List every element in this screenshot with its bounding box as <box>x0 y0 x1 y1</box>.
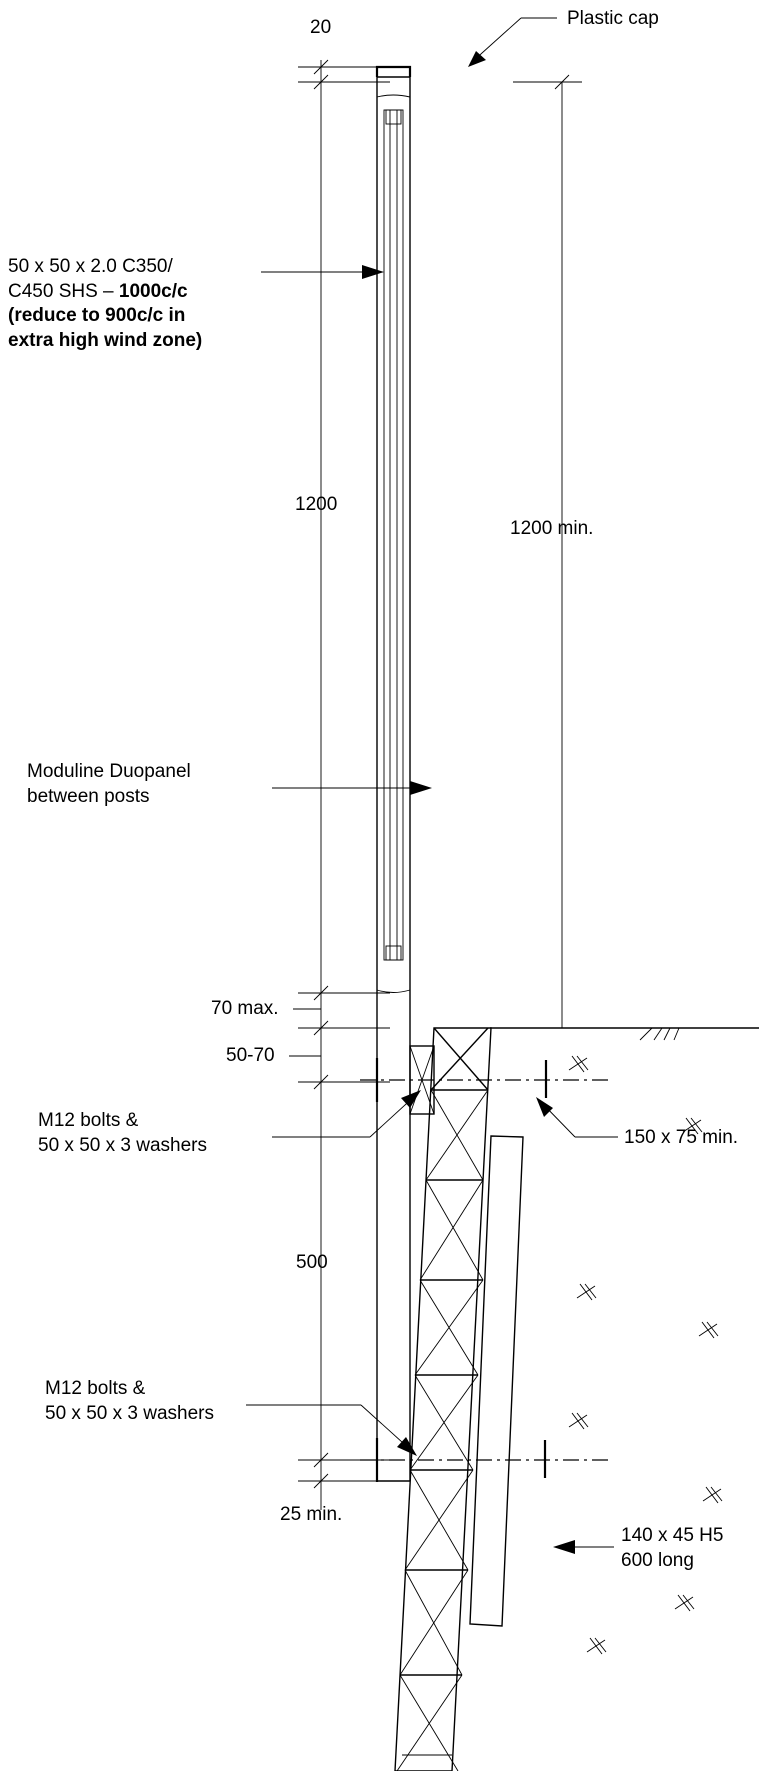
cleat-line-1: 140 x 45 H5 <box>621 1525 723 1546</box>
upper-bolt <box>360 1058 612 1102</box>
label-cleat: 140 x 45 H5 600 long <box>621 1525 729 1571</box>
leader-bolts-lower <box>246 1404 417 1456</box>
post-spec-bold-2: (reduce to 900c/c in <box>8 305 185 326</box>
label-bolts-lower: M12 bolts & 50 x 50 x 3 washers <box>45 1378 214 1424</box>
label-panel: Moduline Duopanel between posts <box>27 761 196 807</box>
post-spec-line-1: 50 x 50 x 2.0 C350/ <box>8 256 173 277</box>
dim-bolt-offset: 50-70 <box>226 1045 275 1066</box>
label-bolts-upper: M12 bolts & 50 x 50 x 3 washers <box>38 1110 207 1156</box>
leader-timber-post <box>536 1097 618 1138</box>
timber-post <box>394 1027 492 1771</box>
label-plastic-cap: Plastic cap <box>567 8 659 29</box>
plastic-cap <box>375 65 412 78</box>
bolts-lower-line-2: 50 x 50 x 3 washers <box>45 1403 214 1424</box>
panel-line-2: between posts <box>27 786 150 807</box>
steel-post <box>376 67 411 1482</box>
cleat-line-2: 600 long <box>621 1550 694 1571</box>
left-dimension-chain <box>298 59 390 1510</box>
dim-cap-height: 20 <box>310 17 331 38</box>
post-spec-line-2: C450 SHS – <box>8 281 119 302</box>
bolts-lower-line-1: M12 bolts & <box>45 1378 146 1399</box>
post-spec-bold-1: 1000c/c <box>119 281 188 302</box>
panel-line-1: Moduline Duopanel <box>27 761 191 782</box>
right-dimension <box>513 74 582 1028</box>
dim-edge-min: 25 min. <box>280 1504 342 1525</box>
ground-line <box>490 1027 759 1041</box>
leader-plastic-cap <box>468 17 557 67</box>
leader-panel <box>272 781 432 795</box>
label-timber-post: 150 x 75 min. <box>624 1127 738 1148</box>
lower-bolt <box>360 1438 612 1482</box>
dim-post-height: 1200 <box>295 494 337 515</box>
post-spec-bold-3: extra high wind zone) <box>8 330 202 351</box>
dim-gap-max: 70 max. <box>211 998 279 1019</box>
dim-bolt-spacing: 500 <box>296 1252 328 1273</box>
leader-cleat <box>553 1540 614 1554</box>
cleat-timber <box>469 1135 524 1627</box>
dim-ground-height: 1200 min. <box>510 518 593 539</box>
label-post-spec: 50 x 50 x 2.0 C350/ C450 SHS – 1000c/c (… <box>8 256 202 351</box>
leader-bolts-upper <box>272 1090 421 1138</box>
bolts-upper-line-2: 50 x 50 x 3 washers <box>38 1135 207 1156</box>
duopanel-profile <box>376 94 411 993</box>
leader-post-spec <box>261 265 384 279</box>
bolts-upper-line-1: M12 bolts & <box>38 1110 139 1131</box>
soil-hatching <box>568 1055 723 1655</box>
